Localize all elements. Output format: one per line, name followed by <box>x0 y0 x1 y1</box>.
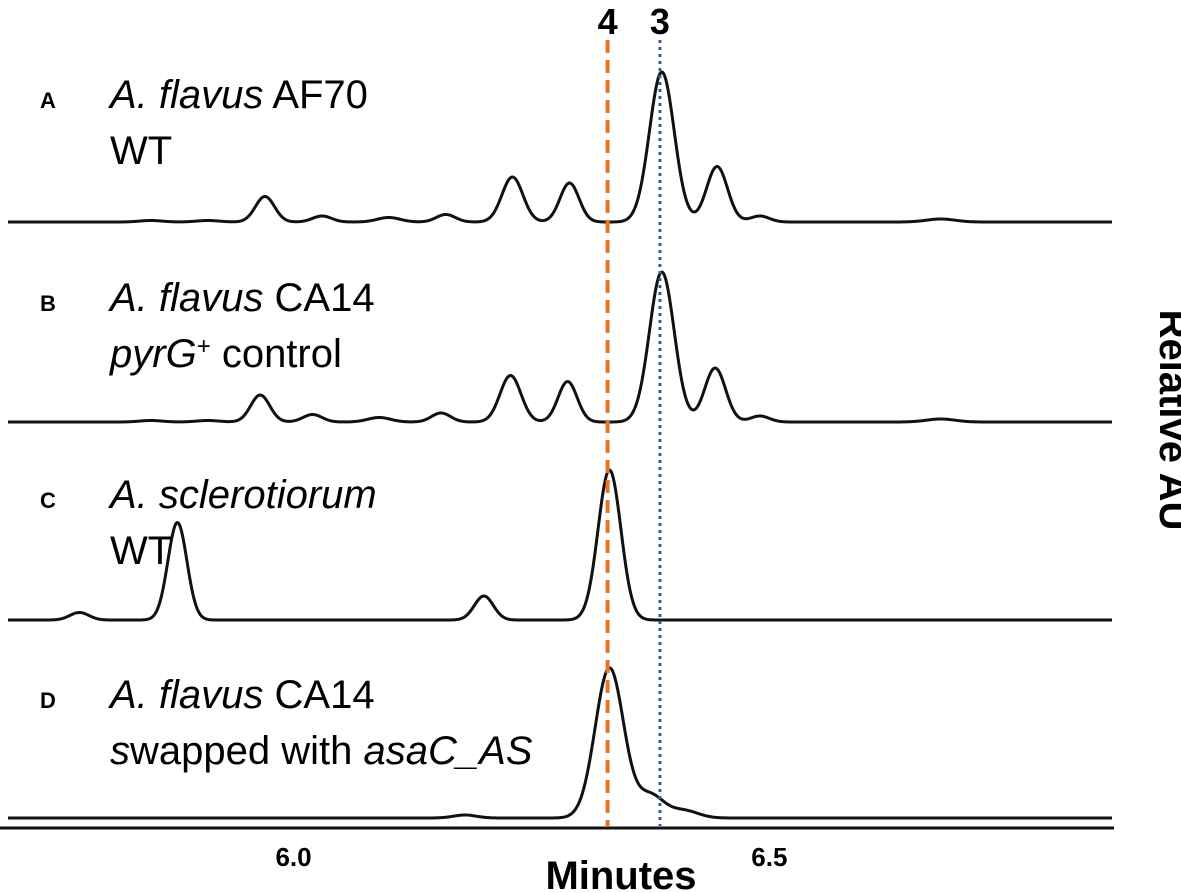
panel-letter-c: C <box>40 488 56 513</box>
x-axis: 6.0 6.5 <box>0 826 1114 872</box>
trace-d <box>7 666 1113 820</box>
panel-a-label-line1: A. flavus AF70 <box>108 73 368 117</box>
panel-d-label-line2: swapped with asaC_AS <box>110 729 533 773</box>
trace-b <box>7 270 1113 424</box>
panel-b-label-line2: pyrG+ control <box>109 332 342 376</box>
x-tick-label: 6.5 <box>751 842 787 872</box>
panel-letter-d: D <box>40 688 56 713</box>
panel-letter-b: B <box>40 291 56 316</box>
x-axis-title: Minutes <box>545 854 696 893</box>
reference-label-3: 3 <box>650 1 670 42</box>
reference-label-4: 4 <box>598 1 618 42</box>
panel-letter-a: A <box>40 88 56 113</box>
panel-b-label-line1: A. flavus CA14 <box>108 276 375 320</box>
y-axis-title: Relative AU <box>1151 310 1181 531</box>
x-tick-label: 6.0 <box>275 842 311 872</box>
panel-a-label-line2: WT <box>110 129 172 173</box>
panel-c-label-line2: WT <box>110 529 172 573</box>
panel-d-label-line1: A. flavus CA14 <box>108 673 375 717</box>
trace-a <box>7 70 1113 224</box>
trace-c <box>7 468 1113 622</box>
panel-c-label-line1: A. sclerotiorum <box>108 473 377 517</box>
traces <box>7 70 1113 820</box>
